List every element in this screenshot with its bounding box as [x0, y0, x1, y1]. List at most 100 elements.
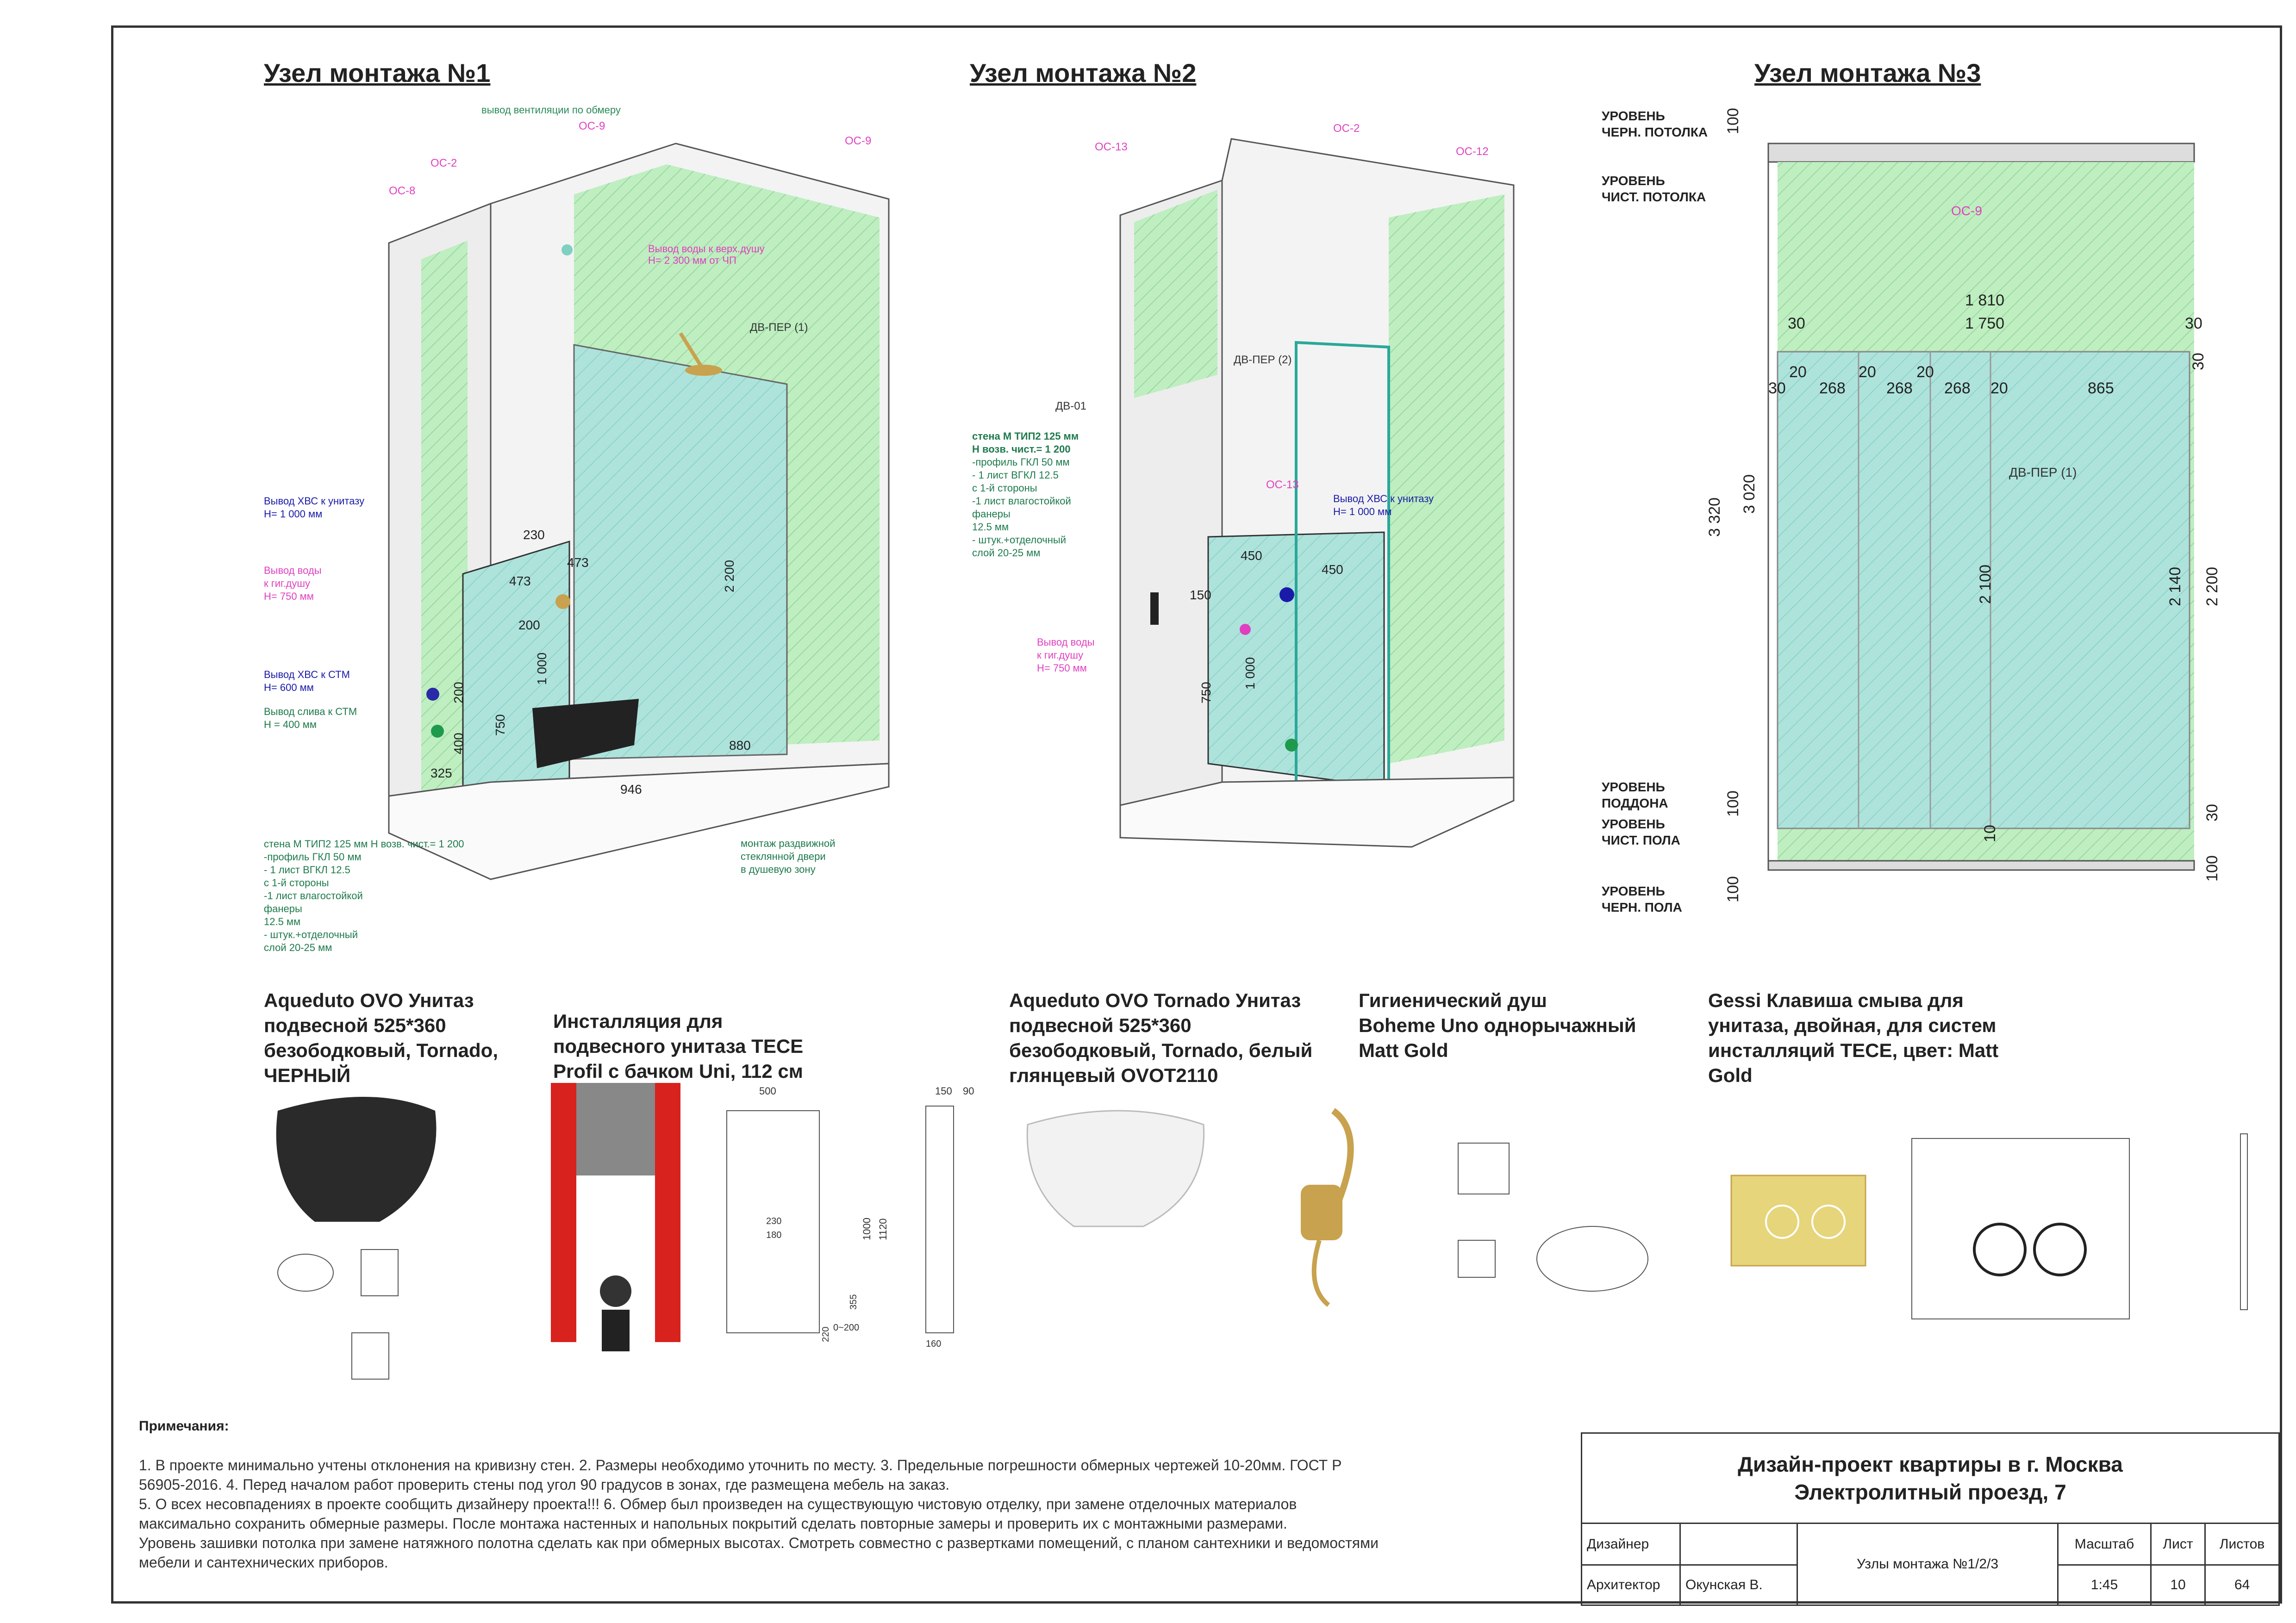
node3-top-dim-1: 1 750	[1965, 315, 2004, 332]
sheets-label: Листов	[2204, 1523, 2280, 1566]
node2-dim-2: 150	[1190, 588, 1211, 602]
node1-wall-note: стена М ТИП2 125 мм Н возв. чист.= 1 200…	[264, 838, 464, 953]
node1-dim-3: 200	[518, 618, 540, 632]
tece-dim-3: 1000	[861, 1218, 873, 1240]
architect-name: Окунская В.	[1679, 1564, 1798, 1606]
node2-tag-0: ОС-13	[1095, 141, 1128, 153]
svg-text:ЧИСТ. ПОЛА: ЧИСТ. ПОЛА	[1602, 833, 1680, 847]
node1-door-tag: ДВ-ПЕР (1)	[750, 321, 808, 334]
node3-top-dim-0: 1 810	[1965, 292, 2004, 309]
node1-vent-note: вывод вентиляции по обмеру	[481, 104, 621, 116]
node1-dim-1: 473	[509, 574, 531, 588]
node2-cold-wc: Вывод ХВС к унитазу	[1333, 493, 1434, 504]
svg-text:в душевую зону: в душевую зону	[741, 864, 816, 875]
svg-text:ЧЕРН. ПОЛА: ЧЕРН. ПОЛА	[1602, 900, 1682, 914]
svg-text:- штук.+отделочный: - штук.+отделочный	[972, 534, 1066, 546]
svg-text:H= 750 мм: H= 750 мм	[1037, 662, 1087, 674]
tece-dim-10: 160	[926, 1339, 941, 1349]
node2-dim-0: 450	[1241, 548, 1262, 563]
svg-text:H= 1 000 мм: H= 1 000 мм	[264, 508, 322, 520]
node3-tag: ОС-9	[1951, 204, 1982, 218]
tece-dim-6: 180	[766, 1230, 781, 1240]
node3-top-dim-3: 30	[2185, 315, 2202, 332]
node3-v-7: 2 200	[2203, 567, 2221, 606]
node1-dim-7: 400	[451, 733, 466, 754]
node-2-drawing	[1119, 138, 1515, 848]
node3-row-dim-2: 268	[1819, 379, 1846, 397]
tece-dim-7: 355	[849, 1294, 859, 1310]
node2-wall-note: стена М ТИП2 125 мм	[972, 430, 1079, 442]
node3-v-9: 100	[2203, 855, 2221, 882]
project-title: Дизайн-проект квартиры в г. Москва Элект…	[1581, 1432, 2280, 1524]
flush-plate-image	[1730, 1175, 1866, 1267]
svg-text:H = 400 мм: H = 400 мм	[264, 719, 317, 730]
svg-text:ПОДДОНА: ПОДДОНА	[1602, 796, 1668, 810]
tece-dim-0: 500	[759, 1085, 776, 1097]
node1-dim-4: 1 000	[535, 653, 549, 685]
sheet-label: Лист	[2150, 1523, 2206, 1566]
node2-hyg: Вывод воды	[1037, 636, 1094, 648]
level-tray: УРОВЕНЬ	[1602, 780, 1665, 794]
node3-row-dim-3: 20	[1859, 363, 1876, 381]
node1-dim-11: 2 200	[722, 560, 736, 592]
tece-dim-2: 90	[963, 1085, 974, 1097]
drawing-frame	[111, 25, 2282, 1604]
sheet-value: 10	[2150, 1564, 2206, 1606]
level-finish-ceiling: УРОВЕНЬ	[1602, 174, 1665, 188]
node2-door-tag-1: ДВ-01	[1055, 400, 1086, 412]
node3-v-5: 2 100	[1977, 565, 1994, 604]
svg-text:стеклянной двери: стеклянной двери	[741, 851, 826, 862]
svg-text:-профиль ГКЛ 50 мм: -профиль ГКЛ 50 мм	[972, 456, 1070, 468]
node3-v-2: 100	[1724, 876, 1742, 902]
wc-black-drawing	[277, 1249, 399, 1380]
node3-row-dim-1: 20	[1789, 363, 1807, 381]
hygienic-shower-image	[1301, 1108, 1354, 1307]
node1-tag-0: ОС-9	[579, 120, 605, 132]
node3-row-dim-5: 20	[1916, 363, 1934, 381]
scale-label: Масштаб	[2057, 1523, 2152, 1566]
notes-text: 1. В проекте минимально учтены отклонени…	[139, 1457, 1379, 1571]
svg-text:H= 750 мм: H= 750 мм	[264, 591, 314, 602]
flush-plate-drawing	[1911, 1133, 2248, 1319]
svg-text:фанеры: фанеры	[972, 508, 1011, 520]
node1-dim-9: 946	[620, 782, 642, 796]
node2-door-tag-0: ДВ-ПЕР (2)	[1234, 354, 1292, 366]
svg-text:слой 20-25 мм: слой 20-25 мм	[972, 547, 1040, 559]
node1-shower-out: Вывод воды к верх.душу	[648, 243, 765, 255]
node3-row-dim-4: 268	[1886, 379, 1913, 397]
sheet-name: Узлы монтажа №1/2/3	[1797, 1523, 2059, 1606]
node3-v-6: 2 140	[2166, 567, 2184, 606]
tece-dim-4: 1120	[877, 1219, 889, 1240]
node3-v-10: 10	[1981, 825, 1999, 842]
node1-dim-5: 200	[451, 682, 466, 703]
title-block: Дизайн-проект квартиры в г. Москва Элект…	[1581, 1432, 2280, 1606]
node3-v-1: 100	[1724, 790, 1742, 817]
node3-v-4: 3 020	[1741, 474, 1758, 514]
tece-dim-8: 220	[821, 1327, 831, 1342]
title-node-1: Узел монтажа №1	[264, 58, 491, 87]
svg-text:- 1 лист ВГКЛ 12.5: - 1 лист ВГКЛ 12.5	[972, 469, 1059, 481]
scale-value: 1:45	[2057, 1564, 2152, 1606]
node3-row-dim-7: 20	[1990, 379, 2008, 397]
node2-dim-3: 750	[1199, 682, 1213, 703]
tece-frame-drawing	[726, 1106, 954, 1333]
node1-cold-wc: Вывод ХВС к унитазу	[264, 495, 364, 507]
svg-text:Н возв. чист.= 1 200: Н возв. чист.= 1 200	[972, 443, 1071, 455]
node2-tag-3: ОС-13	[1266, 479, 1299, 491]
node3-v-0: 100	[1724, 108, 1742, 134]
node3-row-dim-9: 30	[2190, 353, 2207, 370]
svg-text:H= 600 мм: H= 600 мм	[264, 682, 314, 693]
node1-dim-2: 473	[567, 555, 589, 570]
svg-text:к гиг.душу: к гиг.душу	[264, 578, 310, 589]
architect-label: Архитектор	[1581, 1564, 1681, 1606]
level-rough-ceiling: УРОВЕНЬ	[1602, 109, 1665, 123]
hygienic-shower-drawing	[1458, 1143, 1648, 1292]
product-caption-4: Gessi Клавиша смыва для унитаза, двойная…	[1708, 989, 1999, 1086]
node1-drain-stm: Вывод слива к СТМ	[264, 706, 357, 717]
node3-top-dim-2: 30	[1788, 315, 1805, 332]
node2-dim-4: 1 000	[1243, 657, 1257, 690]
tece-dim-9: 0~200	[833, 1323, 859, 1333]
node3-v-3: 3 320	[1706, 497, 1723, 537]
node2-dim-1: 450	[1322, 562, 1343, 577]
tece-dim-5: 230	[766, 1216, 781, 1226]
